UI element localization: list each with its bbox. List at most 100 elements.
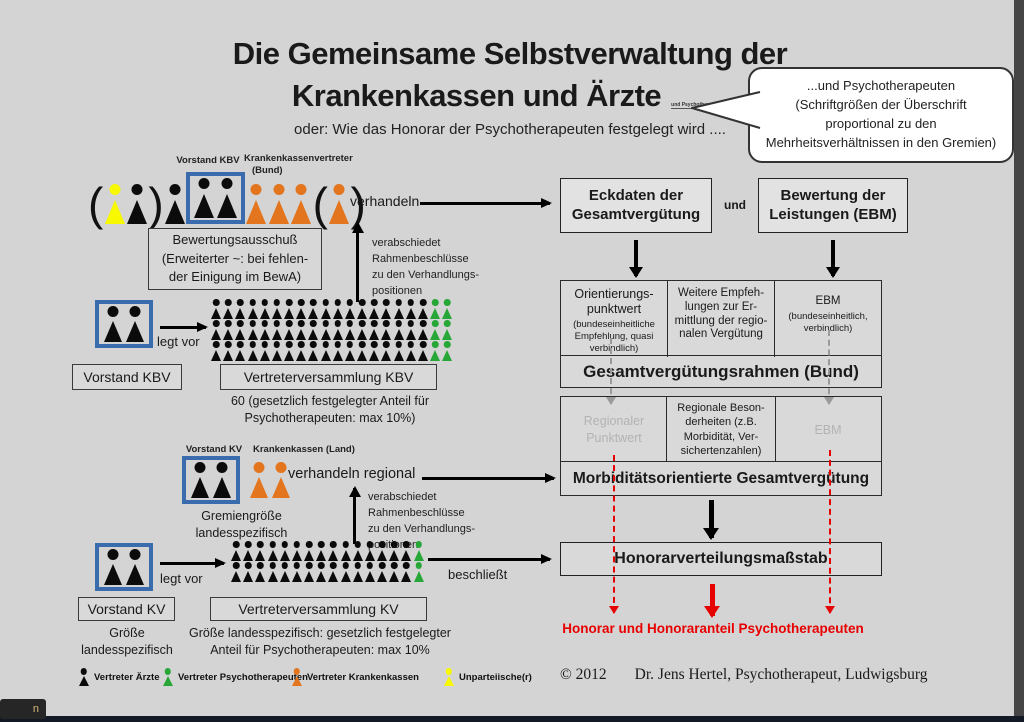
result-red-arrow [704,584,720,618]
kv-vorstand-figures [95,543,153,591]
person-black-icon [405,320,416,340]
note-line: Größe [109,626,145,640]
side-line: verabschiedet [372,237,441,249]
side-line: positionen [372,284,423,297]
person-green-icon [413,562,424,582]
t2-col-ebm: EBM [814,423,842,437]
person-black-icon [230,562,241,582]
verhandeln-arrow [420,198,552,208]
note-line: landesspezifisch [195,525,288,540]
bewertungsausschuss-box: Bewertungsausschuß (Erweiterter ~: bei f… [148,228,322,290]
legend-label: Vertreter Psychotherapeuten [178,672,308,683]
kv-committee-frame-figures [182,456,240,504]
vorstand-blue-frame [186,172,246,224]
t1-col-weitere-empfehlungen: Weitere Empfeh- lungen zur Er- mittlung … [668,281,775,357]
side-line: zu den Verhandlungs- [368,522,476,535]
person-black-icon [210,341,221,361]
t1c2-line: Weitere Empfeh- [677,287,765,299]
person-black-icon [279,562,290,582]
legend-figure-wrap [78,668,89,686]
person-yellow-icon [104,184,125,224]
callout-line: Mehrheitsverhältnissen in den Gremien) [765,134,997,150]
person-yellow-icon [443,668,454,686]
parenthesis: ( [88,178,104,230]
person-green-icon [430,320,441,340]
legt-vor-label-kbv: legt vor [157,334,200,349]
t1c3-subline: (bundeseinheitlich, [788,310,868,322]
person-black-icon [332,341,343,361]
assembly-row [210,320,453,340]
person-black-icon [332,320,343,340]
morbiditaetsorientierte-table: Regionaler Punktwert Regionale Beson- de… [560,396,882,496]
bewertungsausschuss-line: (Erweiterter ~: bei fehlen- [161,250,309,266]
legt-vor-label-kv: legt vor [160,571,203,586]
person-orange-icon [269,184,290,224]
t2-col-regionale-besonderheiten: Regionale Beson- derheiten (z.B. Morbidi… [666,396,776,462]
person-black-icon [255,562,266,582]
bewertung-line: Bewertung der [780,186,886,204]
person-black-icon [210,299,221,319]
person-black-icon [255,541,266,561]
person-black-icon [104,549,123,585]
person-black-icon [303,562,314,582]
person-black-icon [235,299,246,319]
t1c1-subline: (bundeseinheitliche [573,319,655,330]
assembly-row [230,541,425,561]
person-black-icon [243,541,254,561]
person-black-icon [243,562,254,582]
kv-vorstand-note: Größe landesspezifisch [76,625,178,659]
bewertungsausschuss-line: der Einigung im BewA) [168,269,302,285]
verhandeln-regional-arrow [422,473,556,483]
side-line: Rahmenbeschlüsse [372,252,469,265]
gremiengroesse-note: Gremiengröße landesspezifisch [164,508,319,542]
kbv-vorstand-figures [95,300,153,348]
parenthesis: ) [350,178,366,230]
person-black-icon [320,299,331,319]
legend-item-psychotherapeuten: Vertreter Psychotherapeuten [162,668,308,686]
person-black-icon [267,541,278,561]
t2c2-line: Regionale Beson- [677,402,765,414]
t1c2-main: Weitere Empfeh- lungen zur Er- mittlung … [668,287,774,342]
person-black-icon [283,299,294,319]
t2c2-line: sichertenzahlen) [680,444,762,457]
person-black-icon [78,668,89,686]
t1-columns: Orientierungs- punktwert (bundeseinheitl… [561,281,881,357]
kassenvertreter-label: Krankenkassenvertreter (Bund) [244,153,354,178]
legend-item-unparteiische: Unparteiische(r) [443,668,532,686]
person-black-icon [340,562,351,582]
beschliesst-label: beschließt [448,567,508,582]
verhandeln-regional-label: verhandeln regional [288,466,416,482]
person-black-icon [247,341,258,361]
person-black-icon [357,341,368,361]
legend-figure-wrap [162,668,173,686]
t1c1-line: Orientierungs- [574,287,654,301]
t1c2-line: nalen Vergütung [679,328,763,341]
kbv-assembly-note: 60 (gesetzlich festgelegter Anteil für P… [200,393,460,427]
person-green-icon [430,341,441,361]
eckdaten-line: Eckdaten der [588,186,684,204]
person-black-icon [393,320,404,340]
vorstand-kv-box: Vorstand KV [78,597,175,621]
rahmenbeschluesse-arrow-land [348,486,361,544]
parenthesis: ( [312,178,328,230]
kassenvertreter-label-line1: Krankenkassenvertreter [244,153,353,164]
person-black-icon [194,178,215,218]
page-subtitle: oder: Wie das Honorar der Psychotherapeu… [294,121,726,138]
person-black-icon [364,541,375,561]
person-orange-icon [291,184,312,224]
bewertung-line: Leistungen (EBM) [769,205,897,223]
rahmenbeschluesse-text-bund: verabschiedet Rahmenbeschlüsse zu den Ve… [372,236,502,300]
vorstand-blue-frame [95,300,153,348]
t2c1-line: Regionaler [583,414,645,428]
person-black-icon [308,320,319,340]
t1c2-line: lungen zur Er- [684,300,758,313]
person-black-icon [104,306,123,342]
t1c3-sub: (bundeseinheitlich, verbindlich) [775,311,881,335]
honorarverteilungsmassstab-box: Honorarverteilungsmaßstab [560,542,882,576]
person-black-icon [127,184,148,224]
copyright-author: Dr. Jens Hertel, Psychotherapeut, Ludwig… [634,666,928,683]
person-black-icon [381,320,392,340]
person-black-icon [235,320,246,340]
person-black-icon [393,299,404,319]
person-orange-icon [329,184,350,224]
